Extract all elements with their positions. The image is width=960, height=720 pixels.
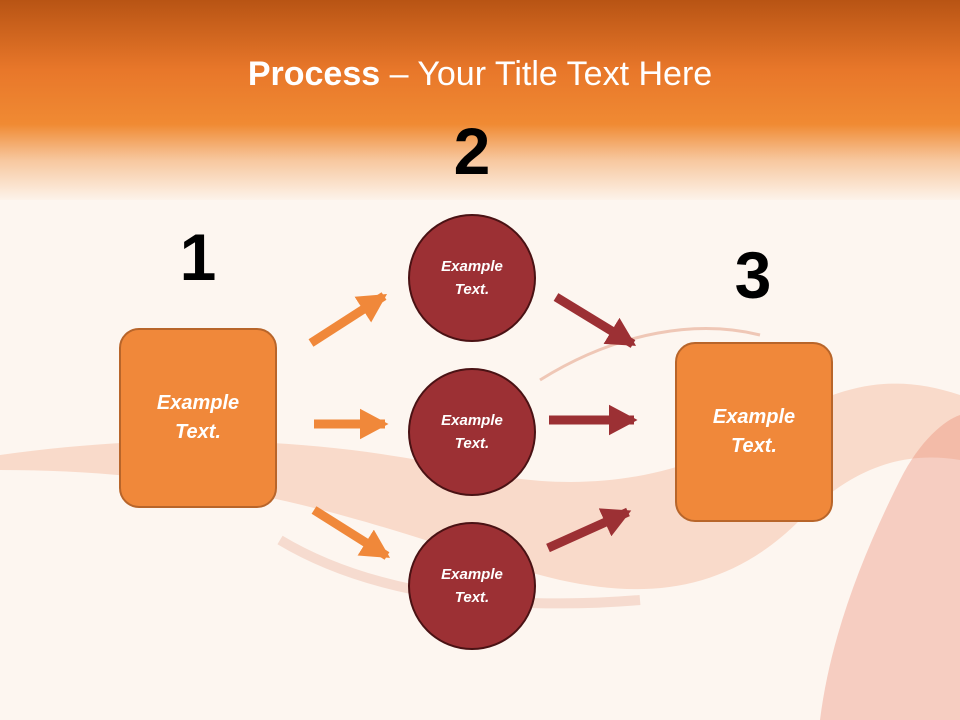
arrow-top-to-step3	[553, 293, 637, 348]
step2-circle-top: Example Text.	[408, 214, 536, 342]
title-strong: Process	[247, 55, 381, 93]
step2-circle-top-label: Example Text.	[441, 258, 503, 298]
step1-box: Example Text.	[119, 328, 277, 508]
step1-label: Example Text.	[156, 392, 240, 443]
step3-box: Example Text.	[675, 342, 833, 522]
title-rest: – Your Title Text Here	[380, 55, 713, 93]
step-number-2: 2	[453, 114, 491, 188]
step2-circle-middle-label: Example Text.	[441, 412, 503, 452]
arrow-bottom-to-step3	[546, 507, 632, 553]
step-number-1: 1	[179, 220, 217, 294]
step2-circle-bottom-label: Example Text.	[441, 566, 503, 606]
step3-label: Example Text.	[712, 406, 796, 457]
slide-title: Process – Your Title Text Here	[0, 52, 960, 96]
step-number-3: 3	[734, 238, 772, 312]
arrow-step1-to-bottom	[311, 506, 391, 560]
arrow-step1-to-top	[308, 292, 388, 347]
step2-circle-bottom: Example Text.	[408, 522, 536, 650]
step2-circle-middle: Example Text.	[408, 368, 536, 496]
header-gradient	[0, 0, 960, 200]
